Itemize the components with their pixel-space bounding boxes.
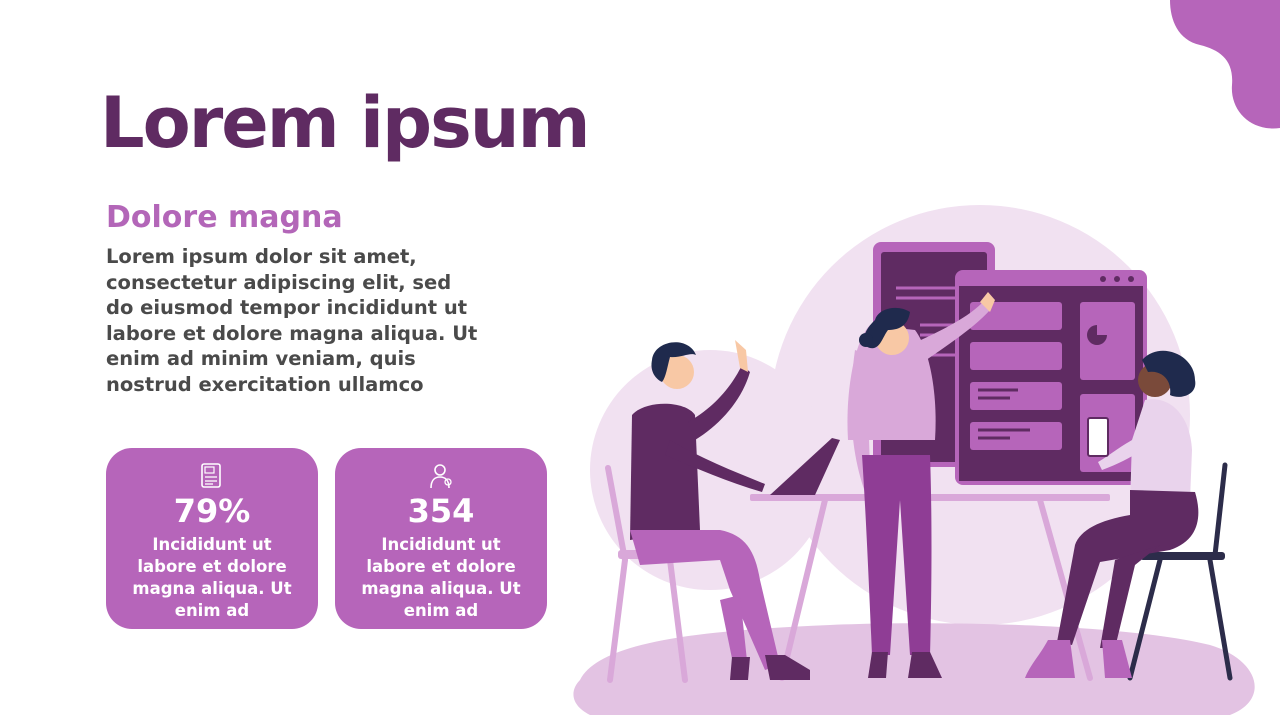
stat-card: 79% Incididunt ut labore et dolore magna… — [106, 448, 318, 629]
person-left — [630, 403, 700, 540]
stat-card: 354 Incididunt ut labore et dolore magna… — [335, 448, 547, 629]
page-title: Lorem ipsum — [100, 82, 591, 164]
person-icon — [430, 464, 452, 489]
stat-value: 354 — [407, 492, 475, 530]
section-subtitle: Dolore magna — [106, 200, 343, 235]
team-meeting-illustration — [573, 205, 1255, 715]
laptop — [770, 438, 840, 495]
body-paragraph: Lorem ipsum dolor sit amet, consectetur … — [106, 245, 478, 396]
document-icon — [201, 463, 221, 488]
stat-description: Incididunt ut labore et dolore magna ali… — [361, 535, 521, 620]
stat-description: Incididunt ut labore et dolore magna ali… — [132, 535, 292, 620]
stat-value: 79% — [173, 492, 251, 530]
person-right — [1130, 399, 1192, 505]
corner-blob — [1170, 0, 1280, 129]
